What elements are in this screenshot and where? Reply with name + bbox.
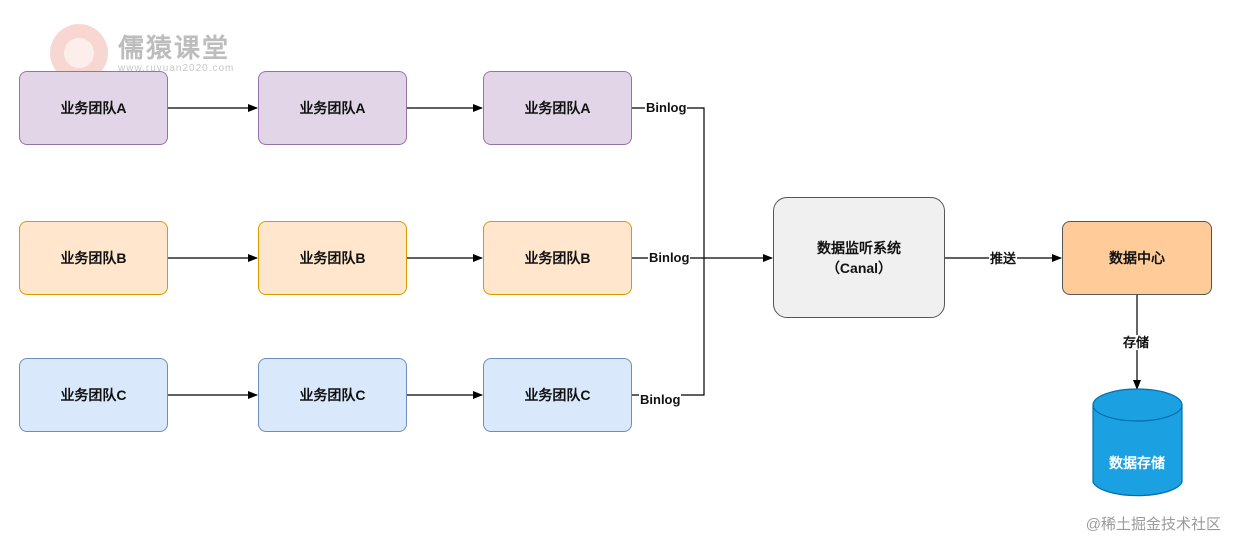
storage-label: 数据存储 <box>1109 455 1165 471</box>
team-c-node-2: 业务团队C <box>258 358 407 432</box>
team-b-node-2: 业务团队B <box>258 221 407 295</box>
team-a-node-3: 业务团队A <box>483 71 632 145</box>
monitor-title: 数据监听系统 <box>817 239 901 256</box>
monitor-subtitle: （Canal） <box>825 259 893 276</box>
team-c-node-3: 业务团队C <box>483 358 632 432</box>
edge-c3-monitor <box>632 258 705 396</box>
binlog-label-a: Binlog <box>645 100 688 115</box>
team-c-node-1: 业务团队C <box>19 358 168 432</box>
storage-cylinder-icon <box>1092 388 1183 497</box>
binlog-label-c: Binlog <box>639 392 682 407</box>
canal-monitor-node: 数据监听系统 （Canal） <box>773 197 945 318</box>
team-b-node-3: 业务团队B <box>483 221 632 295</box>
ruyuan-logo: 儒猿课堂 www.ruyuan2020.com <box>50 24 234 82</box>
juejin-watermark: @稀土掘金技术社区 <box>1085 516 1221 533</box>
store-label: 存储 <box>1122 335 1151 350</box>
push-label: 推送 <box>989 251 1018 266</box>
data-center-node: 数据中心 <box>1062 221 1212 295</box>
binlog-label-b: Binlog <box>648 250 691 265</box>
logo-title: 儒猿课堂 <box>118 32 231 63</box>
logo-url: www.ruyuan2020.com <box>118 62 235 74</box>
edge-a3-monitor <box>632 107 705 258</box>
team-a-node-2: 业务团队A <box>258 71 407 145</box>
team-a-node-1: 业务团队A <box>19 71 168 145</box>
team-b-node-1: 业务团队B <box>19 221 168 295</box>
